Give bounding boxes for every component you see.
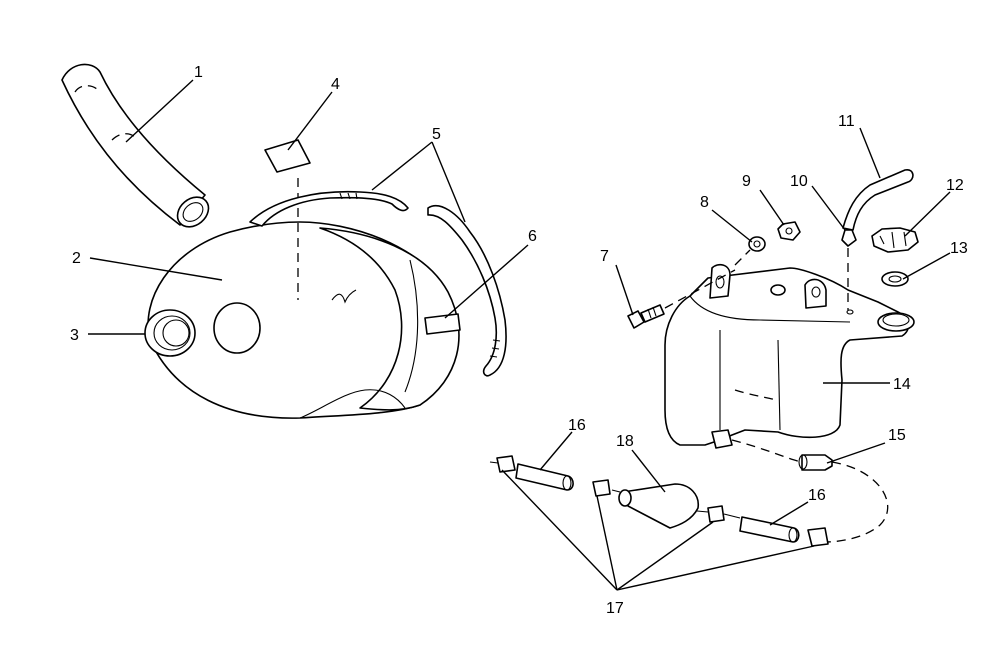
- label-part: [424, 313, 461, 335]
- callout-11: 11: [838, 113, 855, 130]
- bolt-part: [627, 269, 736, 329]
- callout-10: 10: [790, 173, 808, 190]
- callout-6: 6: [528, 228, 537, 245]
- cap-part: [871, 227, 919, 253]
- callout-8: 8: [700, 194, 709, 211]
- airbox-housing-part: [144, 139, 461, 419]
- callout-13: 13: [950, 240, 968, 257]
- hose-part: [61, 63, 210, 228]
- nut-part: [777, 221, 801, 241]
- callout-7: 7: [600, 248, 609, 265]
- callout-12: 12: [946, 177, 964, 194]
- callout-1: 1: [194, 64, 203, 81]
- callout-3: 3: [70, 327, 79, 344]
- intake-ring-part: [144, 309, 196, 357]
- leader-lines: [88, 79, 951, 591]
- fitting-part: [798, 454, 833, 471]
- vent-tube-part: [842, 169, 914, 231]
- hose-segment-part: [515, 463, 574, 491]
- callout-14: 14: [893, 376, 911, 393]
- callout-9: 9: [742, 173, 751, 190]
- gasket-part: [881, 271, 909, 287]
- callout-5: 5: [432, 126, 441, 143]
- callout-18: 18: [616, 433, 634, 450]
- callout-16-lower: 16: [808, 487, 826, 504]
- washer-part: [734, 236, 766, 266]
- callout-2: 2: [72, 250, 81, 267]
- hose-segment-part: [739, 516, 800, 543]
- callout-16-upper: 16: [568, 417, 586, 434]
- oil-line-dashed: [731, 439, 889, 543]
- filter-part: [618, 483, 700, 529]
- breather-hose-part: [249, 190, 507, 377]
- callout-15: 15: [888, 427, 906, 444]
- oil-tank-part: [664, 248, 915, 449]
- callout-17: 17: [606, 600, 624, 617]
- callout-4: 4: [331, 76, 340, 93]
- callout-numbers: 1 2 3 4 5 6 7 8 9 10 11 12 13 14 15 16 1…: [70, 64, 968, 617]
- clamp-part: [489, 455, 829, 547]
